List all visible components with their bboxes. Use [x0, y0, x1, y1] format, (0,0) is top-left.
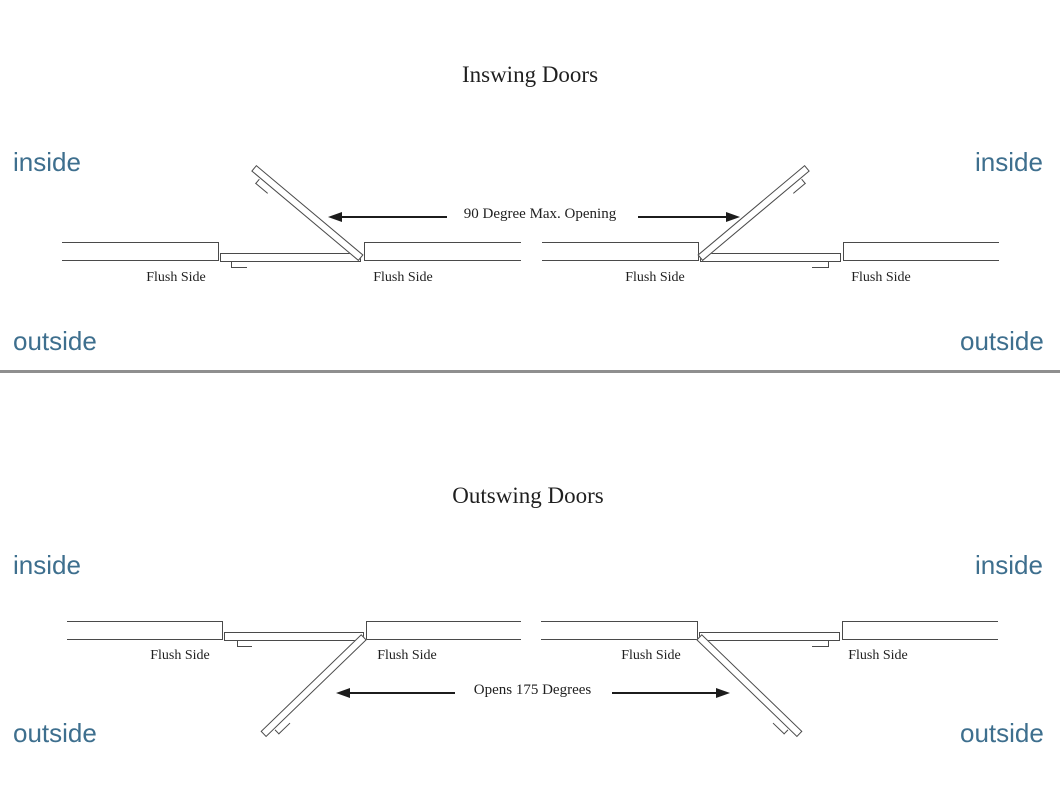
outside-label-bottom-left: outside — [13, 326, 97, 356]
wall — [364, 242, 521, 261]
flush-side-label: Flush Side — [621, 648, 681, 663]
arrowhead-left-icon — [336, 688, 350, 698]
dimension-arrow-line-left — [342, 216, 447, 218]
wall — [366, 621, 521, 640]
section-title: Outswing Doors — [452, 483, 604, 508]
outside-label-bottom-right: outside — [960, 326, 1044, 356]
section-title: Inswing Doors — [461, 62, 599, 87]
flush-side-label: Flush Side — [150, 648, 210, 663]
dimension-label: Opens 175 Degrees — [473, 682, 592, 698]
arrowhead-left-icon — [328, 212, 342, 222]
outside-label-bottom-left: outside — [13, 718, 97, 748]
latch-bracket — [231, 261, 247, 268]
latch-bracket — [812, 640, 829, 647]
flush-side-label: Flush Side — [146, 270, 206, 285]
inside-label-top-right: inside — [975, 147, 1043, 177]
wall — [843, 242, 999, 261]
inside-label-top-left: inside — [13, 550, 81, 580]
flush-side-label: Flush Side — [377, 648, 437, 663]
door-handle — [789, 178, 806, 194]
wall — [541, 621, 698, 640]
dimension-label: 90 Degree Max. Opening — [463, 206, 617, 222]
wall — [842, 621, 998, 640]
flush-side-label: Flush Side — [848, 648, 908, 663]
inside-label-top-right: inside — [975, 550, 1043, 580]
door-panel — [260, 634, 367, 738]
wall — [67, 621, 223, 640]
wall — [62, 242, 219, 261]
door-panel — [697, 164, 810, 262]
outside-label-bottom-right: outside — [960, 718, 1044, 748]
door-handle — [772, 719, 789, 735]
door-handle — [274, 719, 291, 735]
arrowhead-right-icon — [716, 688, 730, 698]
door-handle — [255, 178, 272, 194]
dimension-arrow-line-left — [350, 692, 455, 694]
dimension-arrow-line-right — [612, 692, 716, 694]
latch-bracket — [237, 640, 252, 647]
door-panel — [251, 164, 364, 262]
section-divider — [0, 370, 1060, 373]
inside-label-top-left: inside — [13, 147, 81, 177]
latch-bracket — [812, 261, 829, 268]
arrowhead-right-icon — [726, 212, 740, 222]
flush-side-label: Flush Side — [625, 270, 685, 285]
wall — [542, 242, 699, 261]
dimension-arrow-line-right — [638, 216, 728, 218]
flush-side-label: Flush Side — [373, 270, 433, 285]
door-panel — [696, 634, 803, 738]
flush-side-label: Flush Side — [851, 270, 911, 285]
